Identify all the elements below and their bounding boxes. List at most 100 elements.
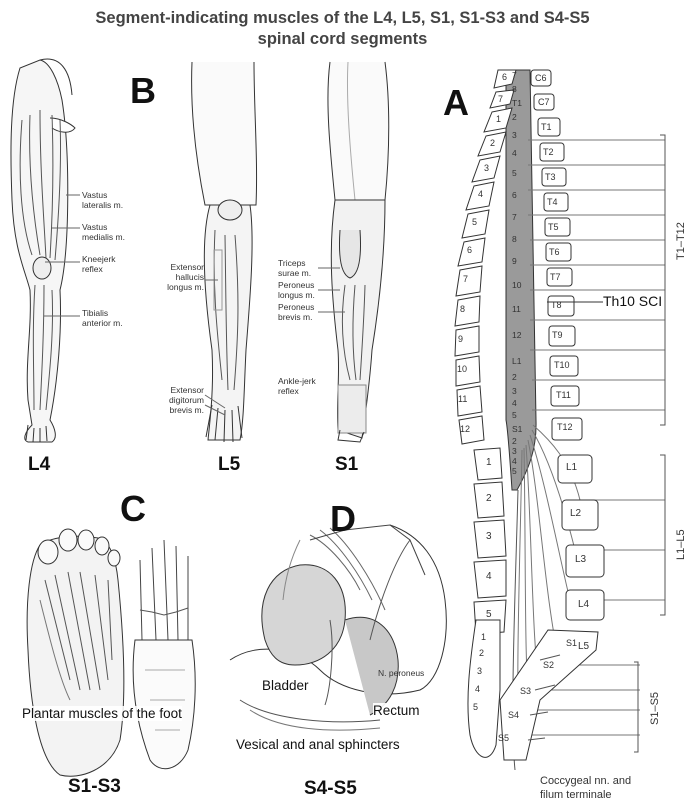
label-line: longus m.	[152, 282, 204, 292]
cord-segment-label: 6	[512, 190, 517, 200]
cord-segment-label: 9	[512, 256, 517, 266]
root-label: L5	[578, 642, 589, 652]
label-line: Peroneus	[278, 302, 314, 312]
vertebra-label: 2	[486, 494, 492, 504]
label-nervus-peroneus: N. peroneus	[378, 668, 424, 678]
label-coccygeal: Coccygeal nn. andfilum terminale	[540, 774, 631, 802]
label-line: Tibialis	[82, 308, 123, 318]
cord-segment-label: 3	[512, 446, 517, 456]
vertebra-label: 1	[481, 632, 486, 642]
cord-segment-label: 7	[512, 70, 517, 80]
label-line: hallucis	[152, 272, 204, 282]
cord-segment-label: 4	[512, 398, 517, 408]
root-label: L1	[566, 463, 577, 473]
cord-segment-label: 5	[512, 168, 517, 178]
cord-segment-label: 4	[512, 456, 517, 466]
label-bladder: Bladder	[262, 678, 309, 693]
segment-label-s4-s5: S4-S5	[304, 778, 357, 800]
leg-l4-illustration	[11, 59, 80, 442]
label-rectum: Rectum	[373, 703, 420, 718]
vertebra-label: 5	[473, 702, 478, 712]
label-sphincters: Vesical and anal sphincters	[236, 737, 400, 752]
vertebra-label: 2	[479, 648, 484, 658]
cord-segment-label: L1	[512, 356, 521, 366]
label-line: filum terminale	[540, 788, 631, 802]
label-line: Vastus	[82, 222, 125, 232]
vertebra-label: 7	[463, 274, 468, 284]
root-label: S1	[566, 638, 577, 648]
root-label: T5	[548, 222, 559, 232]
root-label: T7	[550, 272, 561, 282]
label-line: brevis m.	[278, 312, 314, 322]
label-th10-sci: Th10 SCI	[603, 293, 662, 309]
root-label: T6	[549, 247, 560, 257]
root-label: T12	[557, 422, 573, 432]
vertebra-label: 11	[458, 394, 467, 404]
leg-s1-illustration	[318, 62, 389, 442]
vertebra-label: 6	[467, 245, 472, 255]
panel-letter-d: D	[330, 498, 356, 540]
vertebra-label: 4	[475, 684, 480, 694]
spine-illustration	[455, 70, 665, 770]
vertebra-label: 3	[486, 532, 492, 542]
label-line: medialis m.	[82, 232, 125, 242]
label-line: anterior m.	[82, 318, 123, 328]
label-line: longus m.	[278, 290, 315, 300]
label-line: reflex	[278, 386, 316, 396]
label-line: lateralis m.	[82, 200, 123, 210]
cord-segment-label: 3	[512, 130, 517, 140]
label-line: surae m.	[278, 268, 311, 278]
root-label: T3	[545, 172, 556, 182]
label-line: Ankle-jerk	[278, 376, 316, 386]
label-line: Peroneus	[278, 280, 315, 290]
root-label: T4	[547, 197, 558, 207]
foot-illustration	[27, 529, 195, 776]
segment-label-s1: S1	[335, 454, 358, 476]
segment-label-l5: L5	[218, 454, 240, 476]
vertebra-label: 10	[457, 364, 467, 374]
label-line: digitorum	[150, 395, 204, 405]
label-line: Triceps	[278, 258, 311, 268]
cord-segment-label: 5	[512, 466, 517, 476]
cord-segment-label: 2	[512, 112, 517, 122]
root-label: T9	[552, 330, 563, 340]
pelvis-illustration	[230, 525, 446, 730]
vertebra-label: 5	[472, 217, 477, 227]
vertebra-label: 2	[490, 138, 495, 148]
root-label: L3	[575, 555, 586, 565]
cord-segment-label: 8	[512, 84, 517, 94]
root-label: T10	[554, 360, 570, 370]
segment-label-l4: L4	[28, 454, 50, 476]
panel-letter-b: B	[130, 70, 156, 112]
label-line: Vastus	[82, 190, 123, 200]
vertebra-label: 3	[484, 163, 489, 173]
range-label-s1-s5: S1–S5	[650, 692, 660, 725]
cord-segment-label: 2	[512, 436, 517, 446]
root-label: C7	[538, 97, 550, 107]
root-label: S4	[508, 710, 519, 720]
root-label: S3	[520, 686, 531, 696]
label-line: Kneejerk	[82, 254, 116, 264]
vertebra-label: 3	[477, 666, 482, 676]
label-line: brevis m.	[150, 405, 204, 415]
cord-segment-label: 12	[512, 330, 521, 340]
root-label: T8	[551, 300, 562, 310]
vertebra-label: 6	[502, 72, 507, 82]
cord-segment-label: S1	[512, 424, 522, 434]
vertebra-label: 9	[458, 334, 463, 344]
vertebra-label: 5	[486, 610, 492, 620]
label-line: Extensor	[150, 385, 204, 395]
vertebra-label: 8	[460, 304, 465, 314]
vertebra-label: 4	[486, 572, 492, 582]
label-tibialis-anterior: Tibialisanterior m.	[82, 308, 123, 328]
root-label: C6	[535, 73, 547, 83]
panel-letter-a: A	[443, 82, 469, 124]
root-label: L4	[578, 600, 589, 610]
